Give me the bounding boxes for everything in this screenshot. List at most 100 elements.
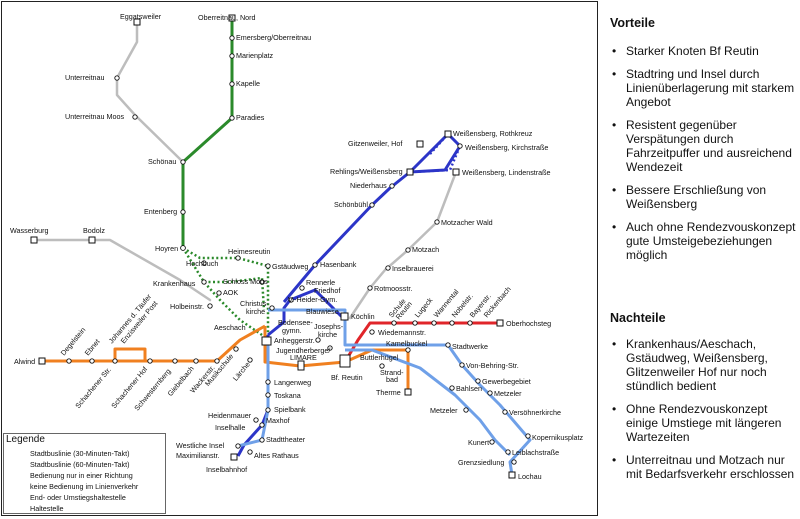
label-koechlin: Köchlin bbox=[351, 312, 375, 321]
label-emersberg: Emersberg/Oberreitnau bbox=[236, 33, 311, 42]
stop-circle bbox=[259, 279, 265, 285]
stop-circle bbox=[180, 159, 186, 165]
network-map-frame bbox=[1, 1, 598, 516]
legend-item-30min: Stadtbuslinie (30-Minuten-Takt) bbox=[30, 449, 130, 458]
label-rothkreuz: Weißensberg, Rothkreuz bbox=[453, 129, 533, 138]
label-altes-rathaus: Altes Rathaus bbox=[254, 451, 299, 460]
label-spielbank: Spielbank bbox=[274, 405, 306, 414]
stop-circle bbox=[459, 362, 465, 368]
cons-item-text: Ohne Rendezvouskonzept einige Umstiege m… bbox=[626, 402, 782, 444]
label-alwind: Alwind bbox=[14, 357, 35, 366]
bullet-icon: • bbox=[612, 118, 617, 132]
line-lightblue-inner bbox=[345, 348, 512, 457]
bullet-icon: • bbox=[612, 44, 617, 58]
label-langenweg: Langenweg bbox=[274, 378, 311, 387]
stop-circle bbox=[147, 358, 153, 364]
label-josephs-2: kirche bbox=[318, 330, 337, 339]
stop-circle bbox=[489, 439, 495, 445]
stop-circle bbox=[235, 255, 241, 261]
label-wiedemannstr: Wiedemannstr. bbox=[378, 328, 426, 337]
line-blue-weissensberg bbox=[282, 132, 462, 303]
stop-square-lindenstr bbox=[452, 168, 460, 176]
stop-circle bbox=[229, 53, 235, 59]
legend-title: Legende bbox=[6, 434, 45, 445]
stop-circle bbox=[235, 443, 241, 449]
stop-circle bbox=[391, 320, 397, 326]
label-heidenmauer: Heidenmauer bbox=[208, 411, 252, 420]
stop-circle bbox=[132, 114, 138, 120]
stop-circle bbox=[457, 143, 463, 149]
label-schloss-moos: Schloss Moos bbox=[223, 277, 268, 286]
label-krankenhaus: Krankenhaus bbox=[153, 279, 196, 288]
label-motzacher-wald: Motzacher Wald bbox=[441, 218, 493, 227]
label-metzeler-a: Metzeler bbox=[494, 389, 522, 398]
label-westliche-insel: Westliche Insel bbox=[176, 441, 225, 450]
label-buttlerhuegel: Buttlerhügel bbox=[360, 353, 399, 362]
label-metzeler-b: Metzeler bbox=[430, 406, 458, 415]
pros-item-text: Auch ohne Rendezvouskonzept gute Umsteig… bbox=[626, 220, 796, 262]
bullet-icon: • bbox=[612, 337, 617, 351]
stop-circle bbox=[487, 390, 493, 396]
label-motzach: Motzach bbox=[412, 245, 439, 254]
stop-circle bbox=[327, 345, 333, 351]
stop-square-bf-reutin bbox=[339, 354, 351, 368]
stop-circle bbox=[449, 385, 455, 391]
stop-circle bbox=[525, 433, 531, 439]
label-anheggerstr: Anheggerstr. bbox=[274, 336, 315, 345]
label-maxhof: Maxhof bbox=[266, 416, 290, 425]
line-green-solid bbox=[181, 18, 234, 248]
label-toskana: Toskana bbox=[274, 391, 301, 400]
label-lugeck: Lugeck bbox=[413, 295, 435, 319]
label-grenzsiedlung: Grenzsiedlung bbox=[458, 458, 504, 467]
stop-circle bbox=[180, 209, 186, 215]
line-green-dotted-b bbox=[181, 247, 263, 337]
label-rehlings: Rehlings/Weißensberg bbox=[330, 167, 403, 176]
stop-circle bbox=[369, 202, 375, 208]
stop-square-bodolz bbox=[88, 236, 96, 244]
stop-circle bbox=[385, 265, 391, 271]
legend-item-60min: Stadtbuslinie (60-Minuten-Takt) bbox=[30, 460, 130, 469]
label-blauwiese: Blauwiese bbox=[306, 307, 339, 316]
label-kunert: Kunert bbox=[468, 438, 489, 447]
stop-circle bbox=[216, 290, 222, 296]
label-versoehnerkirche: Versöhnerkirche bbox=[509, 408, 561, 417]
stop-circle bbox=[434, 219, 440, 225]
label-bodensee-1: Bodensee- bbox=[278, 318, 313, 327]
label-unterreitnau: Unterreitnau bbox=[65, 73, 105, 82]
label-aok: AOK bbox=[223, 288, 238, 297]
pros-title: Vorteile bbox=[610, 16, 655, 30]
terminal-stops bbox=[30, 14, 516, 479]
stop-circle bbox=[379, 363, 385, 369]
stop-circle bbox=[233, 346, 239, 352]
label-paradies: Paradies bbox=[236, 113, 265, 122]
stop-circle bbox=[312, 262, 318, 268]
stop-circle bbox=[467, 320, 473, 326]
label-unterreitnau-moos: Unterreitnau Moos bbox=[65, 112, 125, 121]
stop-circle bbox=[253, 417, 259, 423]
label-strandbad-2: bad bbox=[386, 375, 398, 384]
stop-circle bbox=[463, 407, 469, 413]
legend-item-no-service: keine Bedienung im Linienverkehr bbox=[30, 482, 139, 491]
label-gewerbegebiet: Gewerbegebiet bbox=[482, 377, 531, 386]
cons-list: • Krankenhaus/Aeschach, Gstäudweg, Weißen… bbox=[606, 337, 796, 490]
cons-item: • Krankenhaus/Aeschach, Gstäudweg, Weißen… bbox=[606, 337, 796, 393]
stop-circle bbox=[180, 245, 186, 251]
legend-box bbox=[3, 433, 166, 514]
label-christuskirche-1: Christus- bbox=[240, 299, 269, 308]
cons-item: •Unterreitnau und Motzach nur mit Bedarf… bbox=[606, 453, 796, 481]
stop-square-koechlin bbox=[340, 312, 349, 321]
label-bodensee-2: gymn. bbox=[282, 326, 302, 335]
pros-item-text: Stadtring und Insel durch Linienüberlage… bbox=[626, 67, 795, 109]
label-strandbad-1: Strand- bbox=[380, 368, 404, 377]
cons-item-text: Krankenhaus/Aeschach, Gstäudweg, Weißens… bbox=[626, 337, 768, 393]
label-hasenbank: Hasenbank bbox=[320, 260, 357, 269]
label-inselbahnhof: Inselbahnhof bbox=[206, 465, 247, 474]
stop-circle bbox=[247, 449, 253, 455]
label-lochau: Lochau bbox=[518, 472, 542, 481]
stop-circle bbox=[201, 279, 207, 285]
line-grey-motzach bbox=[348, 170, 458, 320]
stop-circle bbox=[389, 183, 395, 189]
stop-circle bbox=[259, 422, 265, 428]
stop-circle bbox=[265, 392, 271, 398]
label-maximilianstr: Maximilianstr. bbox=[176, 451, 220, 460]
